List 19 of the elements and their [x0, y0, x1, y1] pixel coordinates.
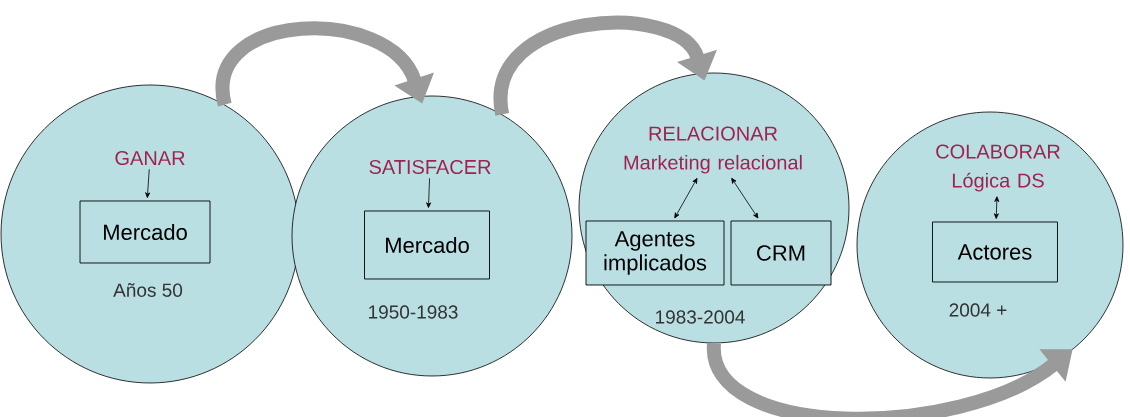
- double-arrow: [993, 196, 1000, 219]
- text-box: Agentes implicados: [585, 220, 725, 286]
- heading: RELACIONAR Marketing relacional: [624, 126, 802, 174]
- arrow: [426, 177, 432, 208]
- double-arrow: [674, 178, 698, 219]
- double-arrow: [731, 177, 759, 219]
- text-box: CRM: [730, 220, 832, 286]
- heading: COLABORAR Lógica DS: [936, 144, 1060, 192]
- curved-arrow: [494, 15, 717, 115]
- year-label: 1983-2004: [656, 310, 745, 324]
- year-label: 1950-1983: [369, 305, 458, 319]
- year-label: Años 50: [113, 283, 183, 297]
- text-box: Actores: [932, 221, 1058, 283]
- text-box: Mercado: [79, 200, 211, 264]
- arrow: [145, 168, 151, 198]
- heading: GANAR: [115, 150, 185, 166]
- year-label: 2004 +: [949, 303, 1007, 317]
- heading: SATISFACER: [369, 159, 491, 175]
- text-box: Mercado: [364, 210, 490, 280]
